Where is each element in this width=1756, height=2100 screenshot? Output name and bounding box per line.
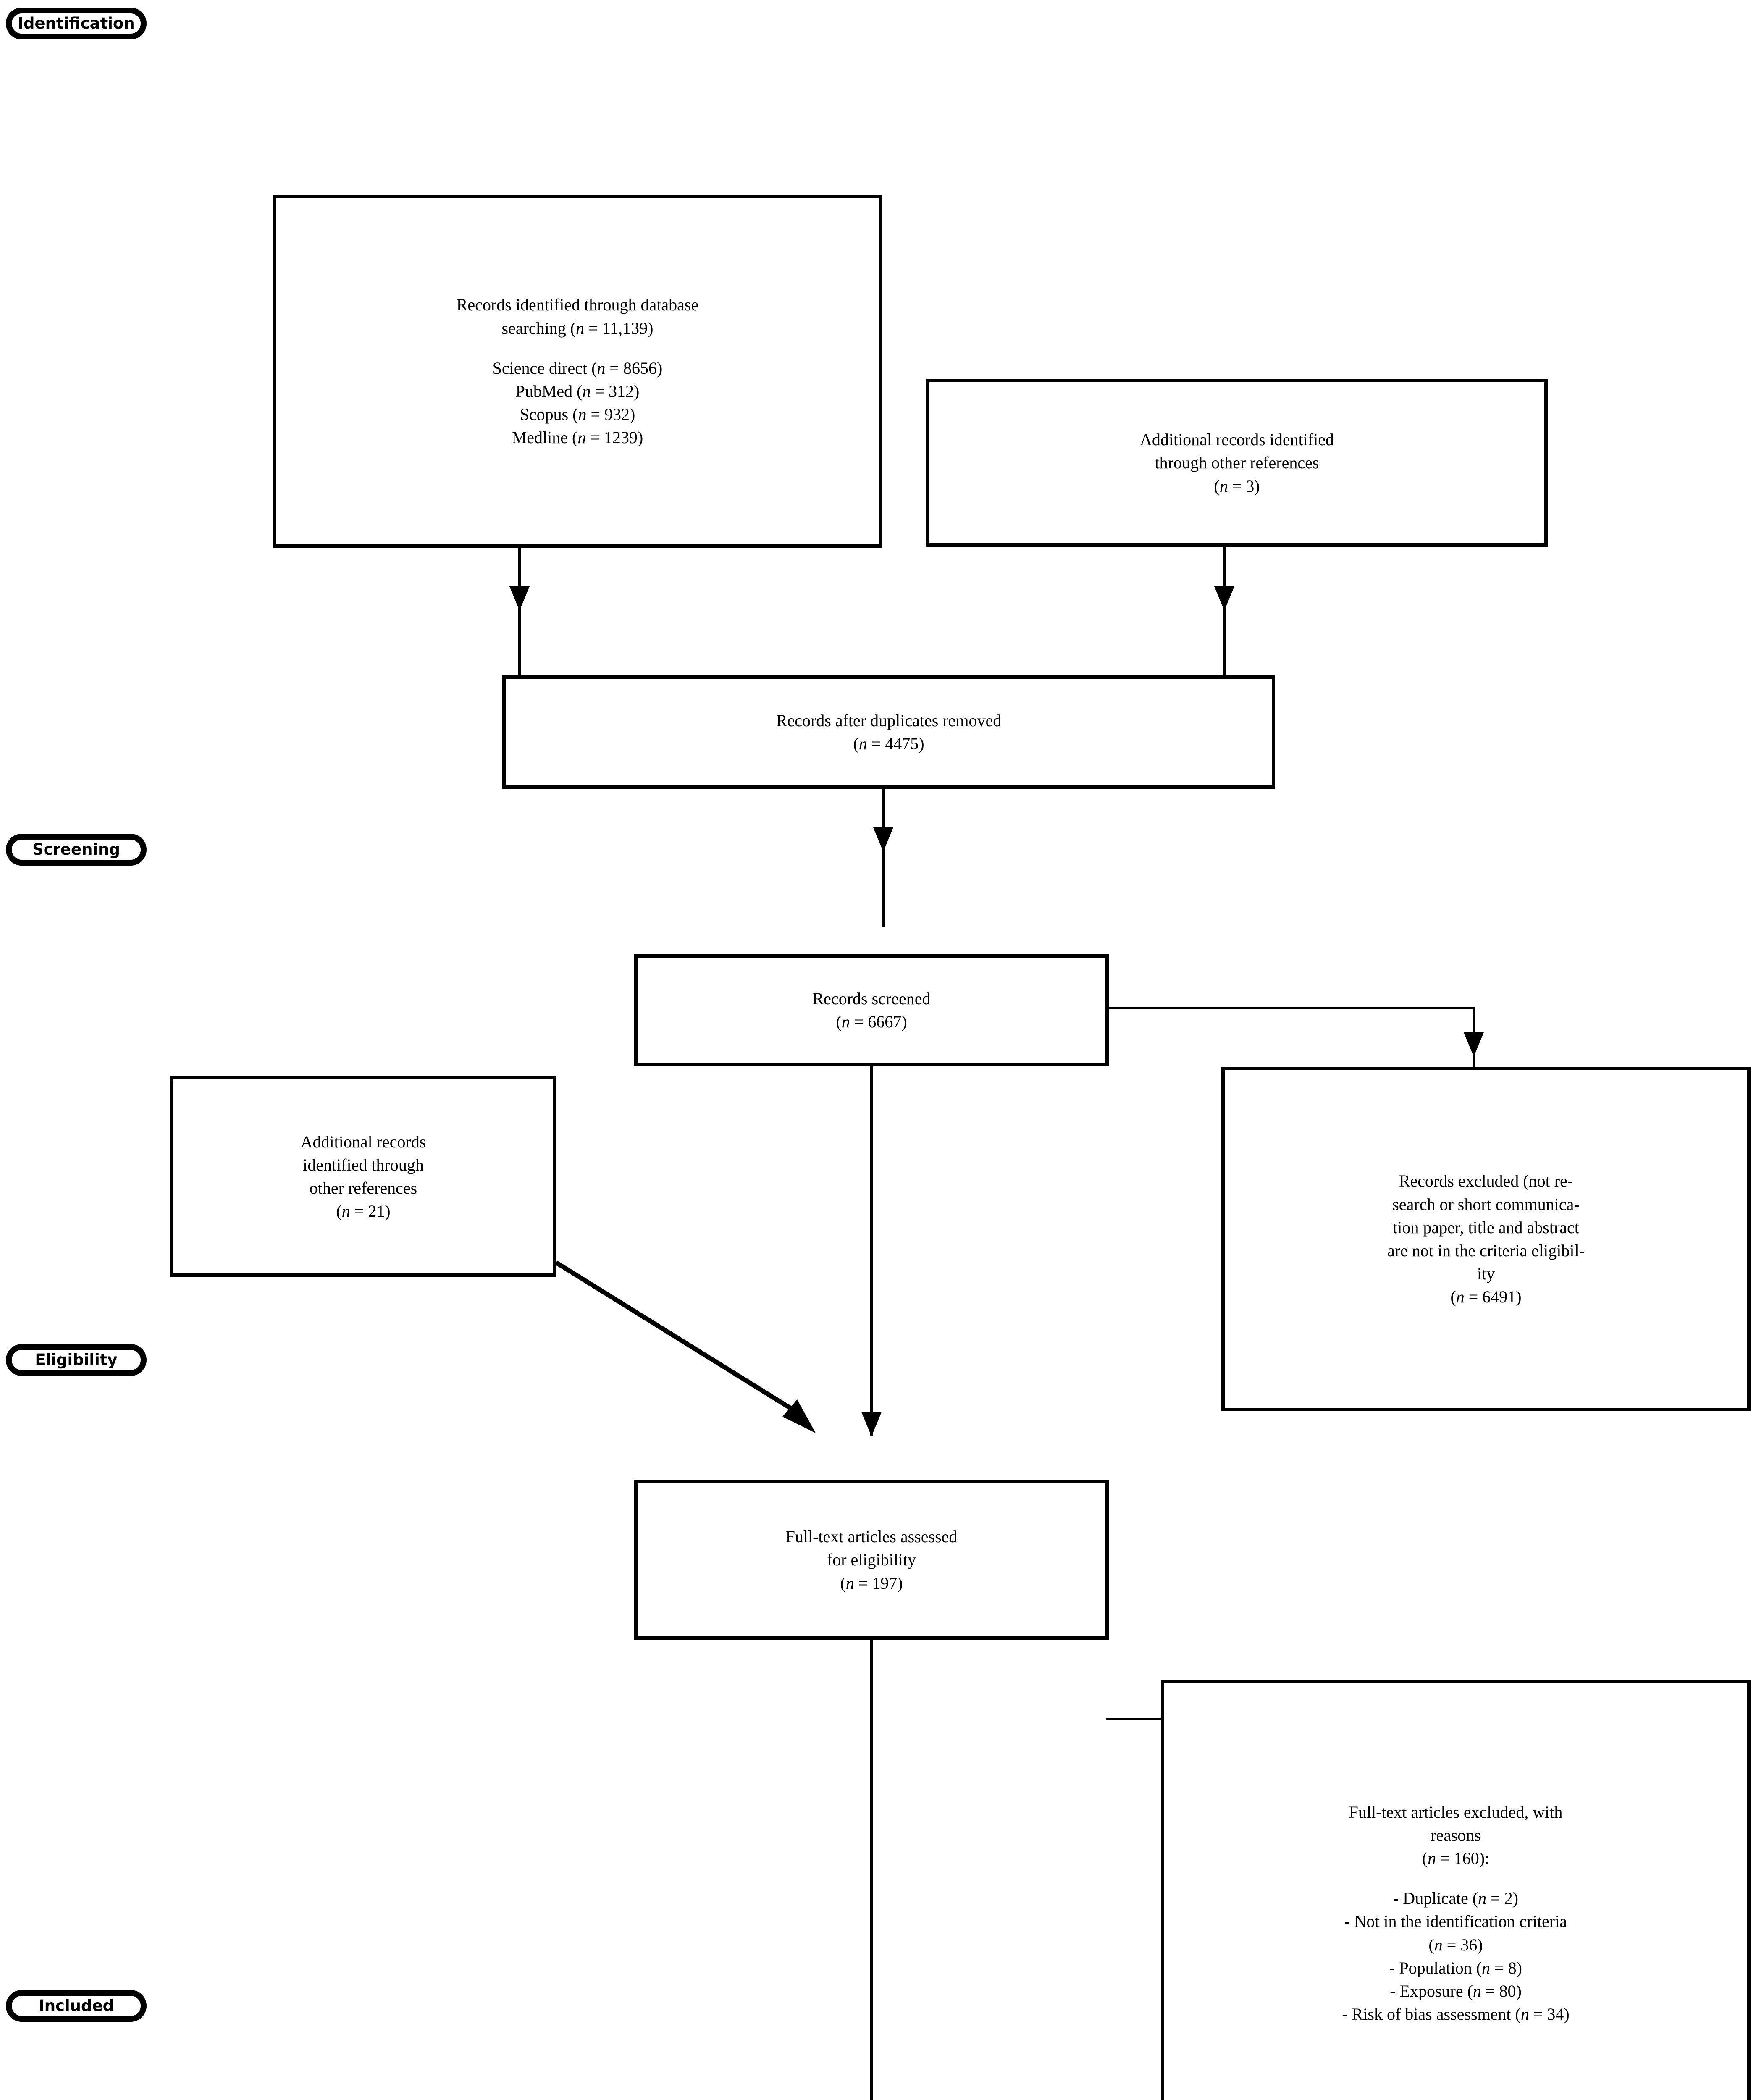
- arrow-duplicates-to-screened-line: [882, 789, 885, 927]
- addl-id-line2: through other references: [1155, 453, 1319, 472]
- stage-label-screening-text: Screening: [32, 840, 120, 858]
- addl-scr-line3: other references: [309, 1179, 417, 1197]
- stage-label-identification: Identification: [6, 8, 147, 39]
- db-search-source-2: Scopus (n = 932): [520, 405, 635, 424]
- stage-label-screening: Screening: [6, 834, 147, 866]
- fulltext-excl-reason-3: - Population (n = 8): [1389, 1958, 1522, 1977]
- stage-label-eligibility-text: Eligibility: [35, 1350, 118, 1369]
- stage-label-identification-text: Identification: [18, 14, 135, 32]
- addl-scr-line4: (n = 21): [336, 1202, 391, 1221]
- elbow-screened-to-excluded-head: [1464, 1032, 1484, 1057]
- db-search-source-1: PubMed (n = 312): [515, 382, 640, 401]
- node-additional-records-identification: Additional records identified through ot…: [926, 379, 1548, 547]
- stage-label-eligibility: Eligibility: [6, 1344, 147, 1376]
- arrow-db-to-duplicates-head: [509, 586, 530, 611]
- fulltext-assessed-line3: (n = 197): [840, 1573, 903, 1593]
- db-search-source-0: Science direct (n = 8656): [492, 358, 663, 378]
- addl-id-line1: Additional records identified: [1139, 430, 1334, 449]
- stage-label-included-text: Included: [38, 1996, 114, 2015]
- node-records-after-duplicates-removed: Records after duplicates removed (n = 44…: [502, 675, 1275, 789]
- arrow-duplicates-to-screened-head: [873, 827, 893, 852]
- fulltext-excl-reason-5: - Risk of bias assessment (n = 34): [1342, 2005, 1570, 2024]
- fulltext-assessed-line2: for eligibility: [827, 1550, 916, 1570]
- elbow-screened-to-excluded-horizontal: [1106, 1007, 1475, 1009]
- arrow-fulltext-to-included-line: [870, 1640, 873, 2100]
- arrow-screened-to-fulltext-line: [870, 1066, 873, 1436]
- excluded-line4: are not in the criteria eligibil-: [1387, 1241, 1585, 1260]
- addl-id-line3: (n = 3): [1214, 476, 1260, 496]
- fulltext-excl-reason-2: (n = 36): [1428, 1935, 1483, 1954]
- arrow-db-to-duplicates-line: [518, 548, 521, 686]
- addl-scr-line1: Additional records: [300, 1132, 426, 1151]
- db-search-line1: Records identified through database: [456, 295, 699, 315]
- node-records-screened: Records screened (n = 6667): [634, 954, 1109, 1066]
- db-search-line2: searching (n = 11,139): [501, 318, 654, 338]
- arrow-additional-to-duplicates-line: [1223, 547, 1226, 685]
- excluded-line3: tion paper, title and abstract: [1393, 1218, 1579, 1237]
- fulltext-assessed-line1: Full-text articles assessed: [785, 1527, 958, 1546]
- addl-scr-line2: identified through: [303, 1155, 424, 1174]
- fulltext-excl-reason-4: - Exposure (n = 80): [1390, 1981, 1522, 2000]
- node-full-text-articles-excluded: Full-text articles excluded, with reason…: [1161, 1680, 1751, 2100]
- fulltext-excl-line3: (n = 160):: [1422, 1849, 1490, 1868]
- excluded-line1: Records excluded (not re-: [1399, 1171, 1573, 1191]
- node-full-text-articles-assessed: Full-text articles assessed for eligibil…: [634, 1480, 1109, 1640]
- fulltext-excl-reason-0: - Duplicate (n = 2): [1393, 1889, 1519, 1908]
- node-records-excluded: Records excluded (not re- search or shor…: [1221, 1067, 1751, 1411]
- arrow-additional-to-duplicates-head: [1214, 586, 1234, 611]
- fulltext-excl-line2: reasons: [1431, 1825, 1481, 1845]
- excluded-line6: (n = 6491): [1450, 1287, 1522, 1307]
- dupes-line1: Records after duplicates removed: [776, 711, 1002, 730]
- arrow-screened-to-fulltext-head: [861, 1412, 882, 1436]
- screened-line2: (n = 6667): [836, 1012, 907, 1031]
- db-search-source-3: Medline (n = 1239): [512, 428, 643, 447]
- fulltext-excl-line1: Full-text articles excluded, with: [1349, 1802, 1563, 1822]
- node-additional-records-screening: Additional records identified through ot…: [170, 1076, 556, 1277]
- fulltext-excl-reason-1: - Not in the identification criteria: [1344, 1912, 1567, 1931]
- arrow-additional-screening-to-fulltext: [555, 1260, 816, 1433]
- screened-line1: Records screened: [812, 989, 931, 1008]
- stage-label-included: Included: [6, 1990, 147, 2022]
- dupes-line2: (n = 4475): [853, 734, 924, 753]
- excluded-line2: search or short communica-: [1392, 1194, 1580, 1214]
- excluded-line5: ity: [1477, 1264, 1495, 1284]
- node-records-identified-database-searching: Records identified through database sear…: [273, 195, 882, 548]
